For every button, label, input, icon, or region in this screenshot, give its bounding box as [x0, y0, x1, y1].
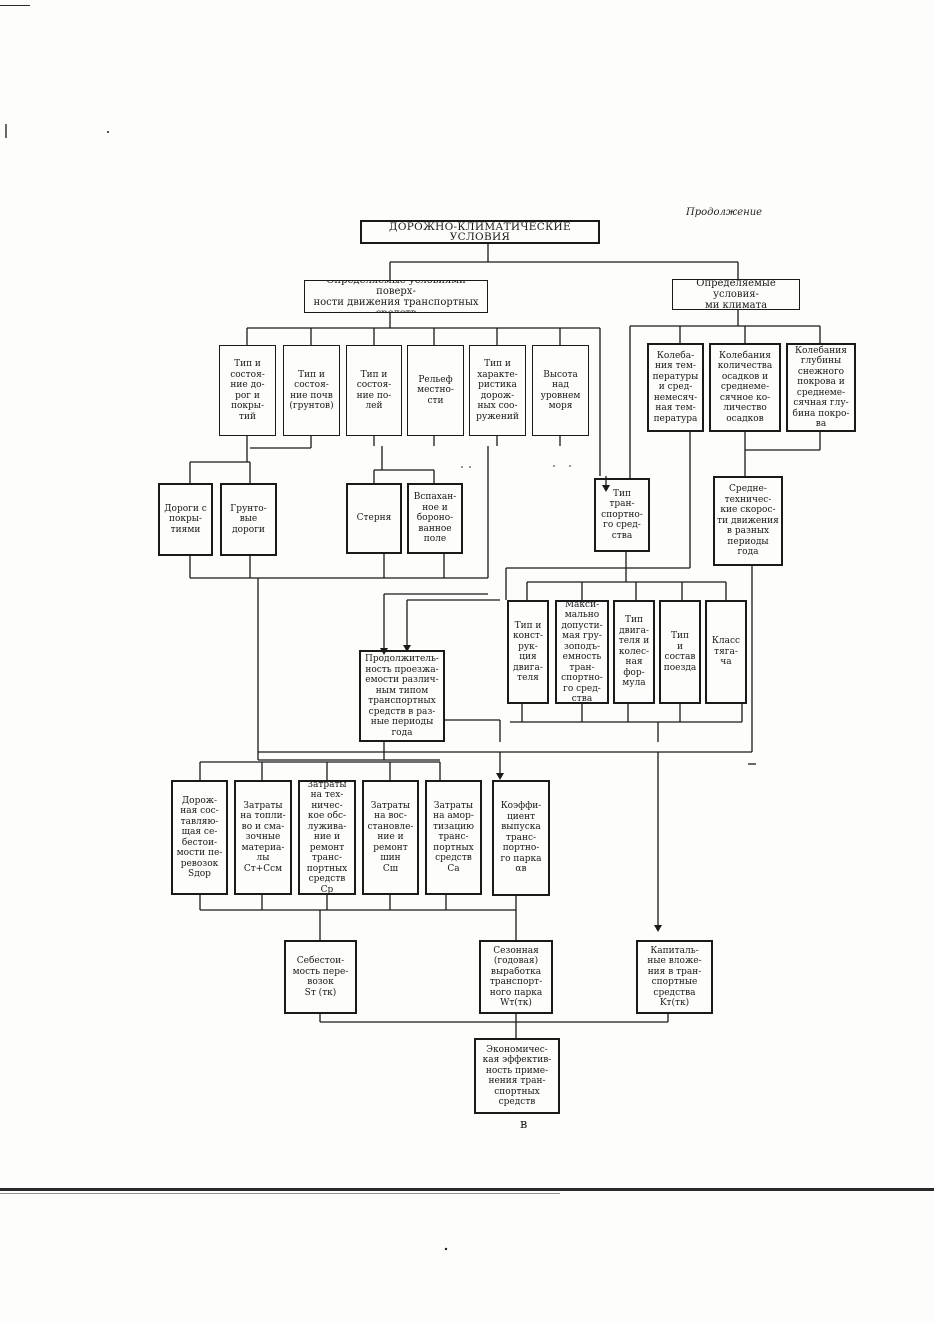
- soil-type-box: Тип и состоя- ние почв (грунтов): [283, 345, 340, 436]
- surface-group-box: Определяемые условиями поверх- ности дви…: [304, 280, 488, 313]
- depreciation-cost-box: Затраты на амор- тизацию транс- портных …: [425, 780, 482, 895]
- scan-edge-line-bottom: [0, 1188, 934, 1191]
- engine-type-box: Тип и конст- рук- ция двига- теля: [507, 600, 549, 704]
- title-box: ДОРОЖНО-КЛИМАТИЧЕСКИЕ УСЛОВИЯ: [360, 220, 600, 244]
- paved-roads-box: Дороги с покры- тиями: [158, 483, 213, 556]
- relief-box: Рельеф местно- сти: [407, 345, 464, 436]
- tire-cost-box: Затраты на вос- становле- ние и ремонт ш…: [362, 780, 419, 895]
- snow-depth-box: Колебания глубины снежного покрова и сре…: [786, 343, 856, 432]
- avg-speed-box: Средне- техничес- кие скорос- ти движени…: [713, 476, 783, 566]
- train-composition-box: Тип и состав поезда: [659, 600, 701, 704]
- seasonal-output-box: Сезонная (годовая) выработка транспорт- …: [479, 940, 553, 1014]
- fuel-cost-box: Затраты на топли- во и сма- зочные матер…: [234, 780, 292, 895]
- maintenance-cost-box: Затраты на тех- ничес- кое обс- лужива- …: [298, 780, 356, 895]
- road-cost-component-box: Дорож- ная сос- тавляю- щая се- бестои- …: [171, 780, 228, 895]
- scan-edge-line-bottom-2: [0, 1193, 560, 1194]
- road-structures-box: Тип и характe- ристика дорож- ных соо- р…: [469, 345, 526, 436]
- altitude-box: Высота над уровнем моря: [532, 345, 589, 436]
- tractor-class-box: Класс тяга- ча: [705, 600, 747, 704]
- transport-cost-box: Себестои- мость пере- возок Sт (тк): [284, 940, 357, 1014]
- temperature-box: Колеба- ния тем- пературы и сред- немеся…: [647, 343, 704, 432]
- capital-investment-box: Капиталь- ные вложе- ния в тран- спортны…: [636, 940, 713, 1014]
- continuation-caption: Продолжение: [686, 207, 763, 218]
- passability-box: Продолжитель- ность проезжа- емости разл…: [359, 650, 445, 742]
- field-type-box: Тип и состоя- ние по- лей: [346, 345, 402, 436]
- scan-edge-line-top: [0, 5, 30, 6]
- vehicle-type-box: Тип тран- спортно- го сред- ства: [594, 478, 650, 552]
- dirt-roads-box: Грунто- вые дороги: [220, 483, 277, 556]
- fleet-utilization-box: Коэффи- циент выпуска транс- портно- го …: [492, 780, 550, 896]
- max-payload-box: Макси- мально допусти- мая гру- зоподъ- …: [555, 600, 609, 704]
- road-type-box: Тип и состоя- ние до- рог и покры- тий: [219, 345, 276, 436]
- drive-formula-box: Тип двига- теля и колес- ная фор- мула: [613, 600, 655, 704]
- plowed-field-box: Вспахан- ное и бороно- ванное поле: [407, 483, 463, 554]
- economic-efficiency-box: Экономичес- кая эффектив- ность приме- н…: [474, 1038, 560, 1114]
- stubble-box: Стерня: [346, 483, 402, 554]
- precipitation-box: Колебания количества осадков и среднеме-…: [709, 343, 781, 432]
- climate-group-box: Определяемые условия- ми климата: [672, 279, 800, 310]
- footer-letter: в: [520, 1117, 528, 1132]
